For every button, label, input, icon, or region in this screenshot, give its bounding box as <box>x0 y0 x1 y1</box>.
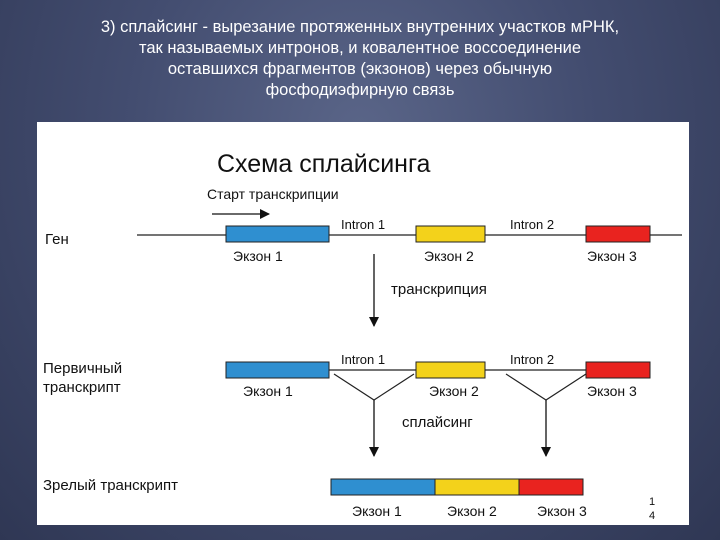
mature-exon-1 <box>330 478 436 496</box>
splicing-diagram: Схема сплайсинга Старт транскрипции Ген … <box>43 150 682 522</box>
splicing-diagram-panel: Схема сплайсинга Старт транскрипции Ген … <box>37 122 689 525</box>
splice-loop-intron-1 <box>333 373 415 401</box>
gene-exon-2 <box>415 225 486 243</box>
start-transcription-label: Старт транскрипции <box>207 186 339 202</box>
transcription-label: транскрипция <box>391 281 487 298</box>
primary-exon-1 <box>225 361 330 379</box>
heading-line-1: 3) сплайсинг - вырезание протяженных вну… <box>100 18 620 36</box>
splicing-label: сплайсинг <box>402 414 473 431</box>
gene-intron-1-label: Intron 1 <box>341 217 385 232</box>
splice-loop-intron-2 <box>505 373 587 401</box>
mature-exon-3-label: Экзон 3 <box>537 503 587 519</box>
primary-exon-3 <box>585 361 651 379</box>
gene-intron-2-label: Intron 2 <box>510 217 554 232</box>
gene-label: Ген <box>45 231 69 248</box>
mature-exon-3 <box>518 478 584 496</box>
primary-transcript-label-line-1: Первичный <box>43 360 122 377</box>
page-number-top: 1 <box>649 496 655 508</box>
gene-exon-1 <box>225 225 330 243</box>
heading-line-2: так называемых интронов, и ковалентное в… <box>138 39 582 57</box>
primary-transcript-label-line-2: транскрипт <box>43 379 121 396</box>
primary-exon-2-label: Экзон 2 <box>429 383 479 399</box>
gene-exon-1-label: Экзон 1 <box>233 248 283 264</box>
mature-exon-1-label: Экзон 1 <box>352 503 402 519</box>
mature-transcript-label: Зрелый транскрипт <box>43 477 178 494</box>
slide-heading: 3) сплайсинг - вырезание протяженных вну… <box>20 17 700 101</box>
primary-exon-3-label: Экзон 3 <box>587 383 637 399</box>
gene-exon-2-label: Экзон 2 <box>424 248 474 264</box>
mature-exon-2-label: Экзон 2 <box>447 503 497 519</box>
primary-exon-2 <box>415 361 486 379</box>
heading-line-4: фосфодиэфирную связь <box>265 81 455 99</box>
page-number-bottom: 4 <box>649 510 655 522</box>
primary-exon-1-label: Экзон 1 <box>243 383 293 399</box>
gene-exon-3-label: Экзон 3 <box>587 248 637 264</box>
diagram-title: Схема сплайсинга <box>217 150 431 178</box>
primary-intron-2-label: Intron 2 <box>510 352 554 367</box>
gene-exon-3 <box>585 225 651 243</box>
heading-line-3: оставшихся фрагментов (экзонов) через об… <box>167 60 553 78</box>
primary-intron-1-label: Intron 1 <box>341 352 385 367</box>
mature-exon-2 <box>434 478 520 496</box>
